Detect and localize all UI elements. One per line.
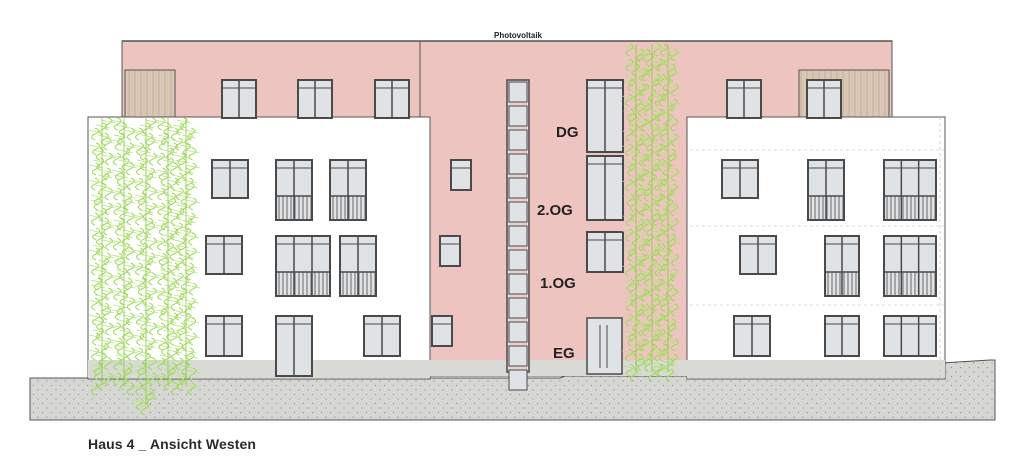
stair-pane [508,177,528,199]
window [726,79,762,119]
vine [109,117,139,396]
window [363,315,401,357]
floor-label-eg: EG [553,345,575,362]
window [339,235,377,297]
window [883,159,937,221]
vine [653,43,683,382]
window [721,159,759,199]
stair-pane [508,297,528,319]
balcony-railing [276,271,330,296]
drawing-title: Haus 4 _ Ansicht Westen [88,436,257,452]
entrance-door [586,317,623,375]
balcony-railing [276,195,312,220]
window [824,235,860,297]
floor-label-1og: 1.OG [540,275,576,292]
wood-cladding-left [124,69,176,119]
vine [131,117,161,416]
vine [171,117,201,396]
stair-pane [508,321,528,343]
window [586,231,624,273]
window [374,79,410,119]
balcony-railing [884,271,936,296]
window [824,315,860,357]
window [807,159,845,221]
window [275,315,313,377]
floor-label-dg: DG [556,124,579,141]
stair-pane [508,345,528,367]
window [431,315,453,347]
stair-pane [508,129,528,151]
window [883,315,937,357]
balcony-railing [884,195,936,220]
floor-label-2og: 2.OG [537,202,573,219]
window [221,79,257,119]
window [211,159,249,199]
window [275,235,331,297]
stair-pane [508,201,528,223]
balcony-railing [825,271,859,296]
stairwell-window-strip [506,79,530,391]
window [733,315,771,357]
window [450,159,472,191]
stair-pane [508,153,528,175]
window [586,79,624,153]
stair-pane [508,369,528,391]
window [205,315,243,357]
window [275,159,313,221]
window [205,235,243,275]
window [329,159,367,221]
window-group [205,79,937,377]
climbing-plants [87,43,683,416]
stair-pane [508,273,528,295]
window [739,235,777,275]
stair-pane [508,249,528,271]
vine [87,117,117,396]
balcony-railing [808,195,844,220]
stair-pane [508,225,528,247]
roof-label: Photovoltaik [494,31,543,40]
stair-pane [508,105,528,127]
window [439,235,461,267]
window [586,155,624,221]
stair-pane [508,81,528,103]
balcony-railing [340,271,376,296]
vine [637,43,667,382]
balcony-railing [330,195,366,220]
window [297,79,333,119]
window [806,79,842,119]
window [883,235,937,297]
